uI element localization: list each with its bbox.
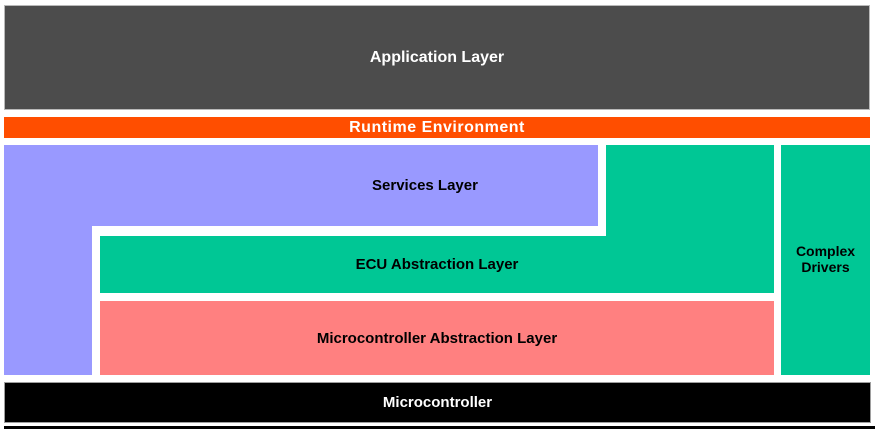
services-layer-block: Services Layer: [4, 145, 598, 226]
microcontroller-block: Microcontroller: [4, 382, 871, 423]
microcontroller-label: Microcontroller: [382, 394, 493, 411]
application-layer-label: Application Layer: [369, 48, 505, 66]
bottom-border-line: [4, 426, 875, 429]
services-layer-label-area: Services Layer: [252, 145, 598, 226]
runtime-environment-label: Runtime Environment: [349, 118, 525, 136]
runtime-environment-block: Runtime Environment: [4, 117, 870, 138]
complex-drivers-label: Complex Drivers: [795, 243, 856, 275]
ecu-abstraction-layer-block: ECU Abstraction Layer: [100, 236, 774, 293]
microcontroller-abstraction-layer-block: Microcontroller Abstraction Layer: [100, 301, 774, 375]
application-layer-block: Application Layer: [4, 5, 870, 110]
services-layer-label: Services Layer: [372, 177, 478, 194]
ecu-abstraction-layer-label: ECU Abstraction Layer: [355, 256, 519, 273]
ecu-abstraction-upper-column: [606, 145, 774, 236]
complex-drivers-block: Complex Drivers: [781, 145, 870, 375]
microcontroller-abstraction-layer-label: Microcontroller Abstraction Layer: [316, 329, 558, 347]
